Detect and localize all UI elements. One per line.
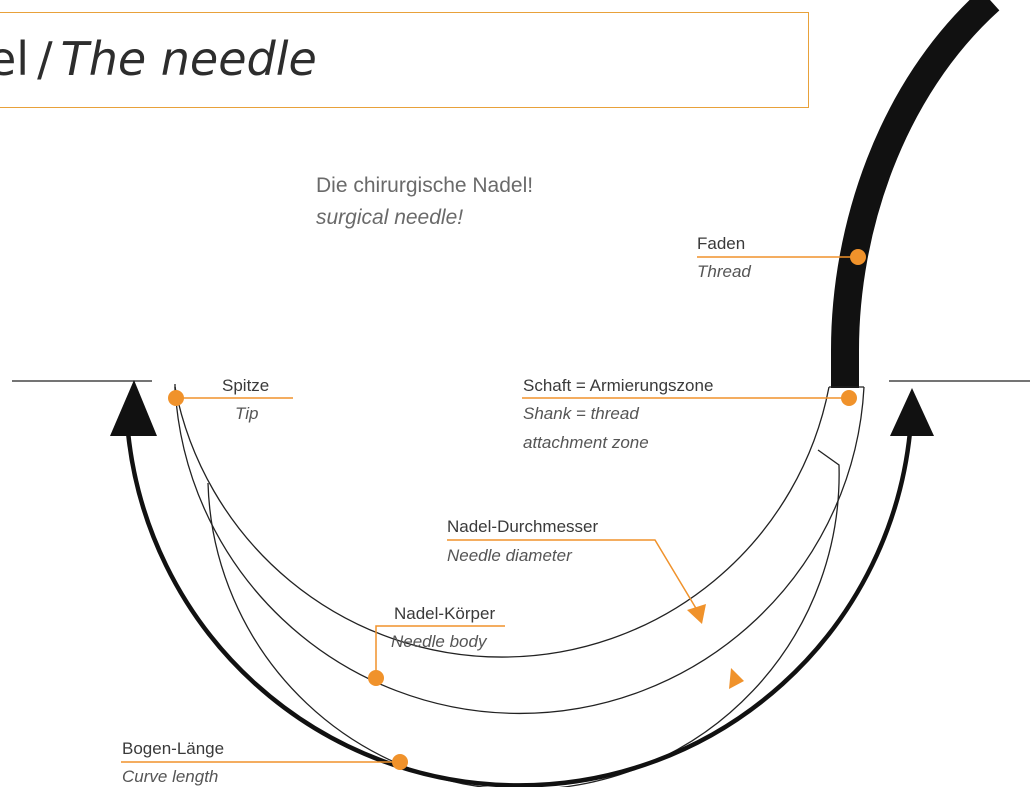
tip-label-de: Spitze	[222, 376, 270, 395]
title-frame	[0, 12, 809, 108]
intro-de: Die chirurgische Nadel!	[316, 174, 534, 197]
body-dot	[368, 670, 384, 686]
diameter-label-en: Needle diameter	[447, 546, 572, 565]
needle-body-groove	[207, 449, 840, 787]
title-de: el	[0, 32, 30, 86]
curve-length-arc	[125, 431, 913, 787]
page-title: el/The needle	[0, 32, 317, 86]
needle-outer-edge	[174, 386, 865, 715]
thread-dot	[850, 249, 866, 265]
tip-label-en: Tip	[235, 404, 259, 423]
diameter-arrow-outer	[687, 604, 706, 624]
thread-label-de: Faden	[697, 234, 746, 253]
thread-label-en: Thread	[697, 262, 751, 281]
curve-label-de: Bogen-Länge	[122, 739, 225, 758]
curve-label-en: Curve length	[122, 767, 219, 786]
thread	[831, 0, 1000, 388]
title-en: The needle	[60, 32, 317, 86]
shank-label-en-line1: Shank = thread	[523, 404, 639, 423]
curve-arrow-left	[110, 380, 157, 436]
shank-dot	[841, 390, 857, 406]
intro-en: surgical needle!	[316, 206, 464, 229]
body-label-en: Needle body	[391, 632, 487, 651]
title-separator: /	[37, 32, 53, 86]
diameter-leader	[447, 539, 698, 611]
needle-inner-edge	[174, 386, 830, 658]
shank-label-en-line2: attachment zone	[523, 433, 649, 452]
diameter-arrow-inner	[729, 668, 744, 689]
body-label-de: Nadel-Körper	[394, 604, 496, 623]
tip-dot	[168, 390, 184, 406]
curve-arrow-right	[890, 388, 934, 436]
shank-label-de: Schaft = Armierungszone	[523, 376, 714, 395]
body-leader	[375, 625, 505, 678]
diameter-label-de: Nadel-Durchmesser	[447, 517, 599, 536]
curve-dot	[392, 754, 408, 770]
